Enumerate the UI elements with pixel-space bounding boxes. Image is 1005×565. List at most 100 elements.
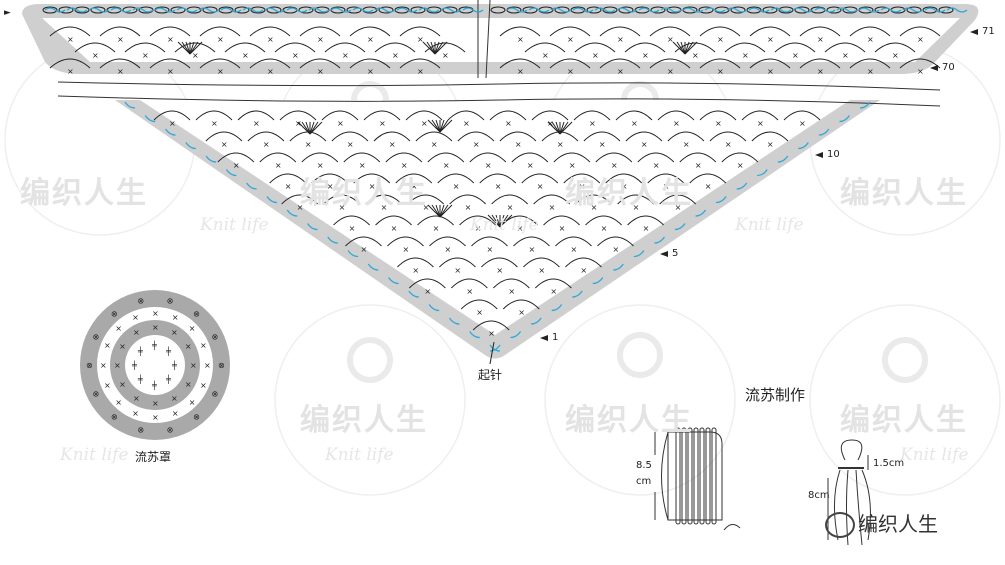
svg-text:╪: ╪ [165,346,171,356]
svg-text:×: × [589,119,596,128]
svg-text:×: × [675,203,682,212]
svg-text:×: × [717,35,724,44]
svg-text:×: × [189,398,196,407]
svg-text:×: × [192,51,199,60]
svg-text:×: × [167,67,174,76]
svg-text:⊗: ⊗ [167,297,174,306]
svg-text:×: × [538,266,545,275]
svg-text:×: × [537,182,544,191]
svg-text:×: × [169,119,176,128]
svg-text:×: × [204,361,211,370]
svg-text:×: × [641,140,648,149]
watermark-cn: 编织人生 [565,176,693,211]
svg-text:╪: ╪ [165,374,171,384]
svg-text:×: × [381,203,388,212]
row-label-10: 10 [827,149,840,160]
svg-text:×: × [547,119,554,128]
svg-text:×: × [117,67,124,76]
svg-text:×: × [142,51,149,60]
svg-text:×: × [599,140,606,149]
svg-text:×: × [542,51,549,60]
svg-text:×: × [342,51,349,60]
svg-text:⊗: ⊗ [137,297,144,306]
svg-text:×: × [742,51,749,60]
svg-text:×: × [673,119,680,128]
svg-text:×: × [152,413,159,422]
row-label-70: 70 [942,62,955,73]
tassel-bundle-diagram [827,439,871,546]
svg-text:×: × [549,203,556,212]
svg-text:×: × [133,328,140,337]
svg-text:×: × [431,140,438,149]
svg-text:×: × [275,161,282,170]
svg-text:×: × [67,67,74,76]
tassel-cap-diagram: ╪╪╪╪╪╪╪╪××××××××××××××××××××××××××××⊗⊗⊗⊗… [80,290,230,440]
svg-text:×: × [297,203,304,212]
svg-text:⊗: ⊗ [111,309,118,318]
svg-text:×: × [917,67,924,76]
card-height-unit: cm [636,476,652,487]
svg-text:×: × [663,182,670,191]
svg-text:×: × [152,399,159,408]
svg-text:×: × [152,323,159,332]
chart-break-lines [57,0,941,107]
watermark-en: Knit life [200,215,269,235]
svg-text:×: × [367,35,374,44]
svg-text:×: × [391,224,398,233]
svg-text:×: × [367,67,374,76]
svg-text:×: × [253,119,260,128]
watermark-en: Knit life [900,445,969,465]
watermark-cn: 编织人生 [565,403,693,438]
row-arrows [540,29,978,341]
brand-logo-icon [825,512,855,538]
svg-text:×: × [339,203,346,212]
svg-text:×: × [611,161,618,170]
svg-text:×: × [917,35,924,44]
svg-text:×: × [567,35,574,44]
svg-text:×: × [369,182,376,191]
tassel-cap-caption: 流苏罩 [135,450,172,464]
svg-text:×: × [466,287,473,296]
svg-text:×: × [417,35,424,44]
svg-text:×: × [421,119,428,128]
stitch-pattern: × × × × × × × × × × × × × × × × × × × × × × × × × × × × × × × × × × × × × × × ×… [42,6,954,338]
svg-text:×: × [517,35,524,44]
svg-text:⊗: ⊗ [193,309,200,318]
svg-text:×: × [172,313,179,322]
svg-text:×: × [559,224,566,233]
svg-text:⊗: ⊗ [211,332,218,341]
svg-text:×: × [612,245,619,254]
svg-text:×: × [267,67,274,76]
svg-text:╪: ╪ [137,346,143,356]
svg-text:×: × [92,51,99,60]
svg-text:×: × [317,35,324,44]
svg-text:×: × [463,119,470,128]
tassel-card-diagram [654,427,741,531]
svg-text:×: × [767,67,774,76]
svg-text:×: × [601,224,608,233]
svg-text:×: × [67,35,74,44]
svg-text:×: × [132,409,139,418]
svg-text:×: × [442,51,449,60]
svg-text:×: × [465,203,472,212]
svg-text:╪: ╪ [137,374,143,384]
watermark-cn: 编织人生 [840,176,968,211]
svg-text:⊗: ⊗ [137,425,144,434]
svg-text:×: × [115,324,122,333]
svg-text:×: × [631,119,638,128]
svg-text:×: × [337,119,344,128]
svg-text:×: × [792,51,799,60]
svg-text:×: × [115,398,122,407]
svg-text:×: × [592,51,599,60]
svg-text:×: × [172,409,179,418]
svg-text:×: × [591,203,598,212]
watermark-cn: 编织人生 [20,176,148,211]
svg-text:×: × [200,381,207,390]
svg-text:×: × [100,361,107,370]
svg-text:×: × [221,140,228,149]
watermark-en: Knit life [735,215,804,235]
svg-text:×: × [242,51,249,60]
svg-text:×: × [667,67,674,76]
svg-text:×: × [799,119,806,128]
